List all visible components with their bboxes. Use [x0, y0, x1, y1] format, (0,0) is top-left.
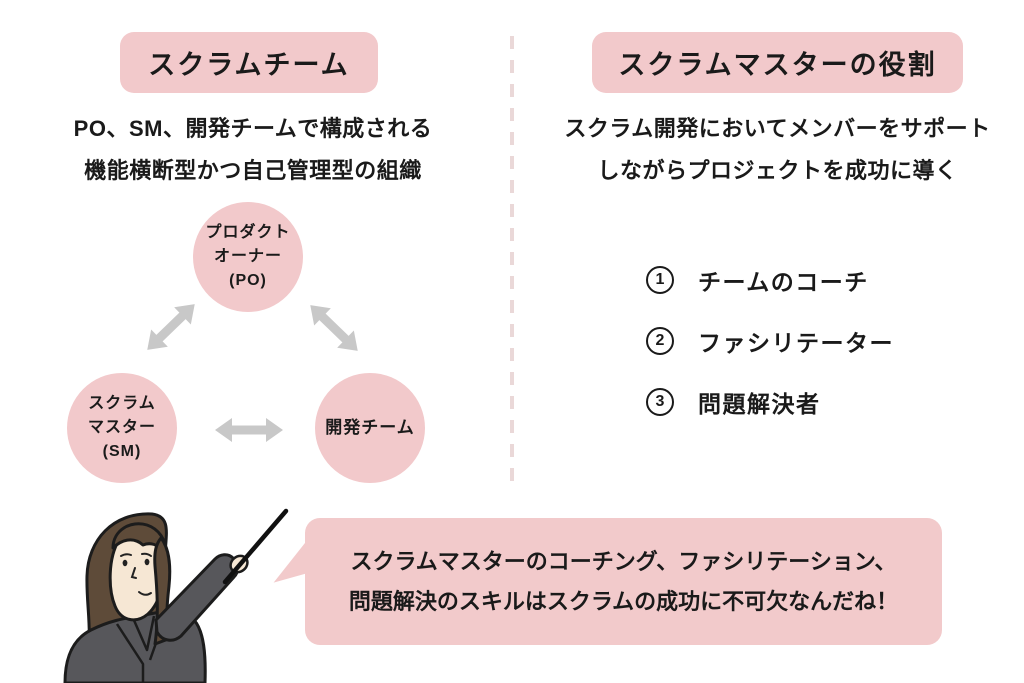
eyebrow-left — [120, 553, 132, 557]
node-sm-line1: スクラム — [88, 395, 156, 412]
role-item-coach: 1 チームのコーチ — [646, 263, 894, 297]
speech-bubble: スクラムマスターのコーチング、ファシリテーション、 問題解決のスキルはスクラムの… — [305, 518, 942, 645]
left-description: PO、SM、開発チームで構成される 機能横断型かつ自己管理型の組織 — [38, 108, 468, 192]
eye-right — [144, 558, 150, 566]
left-description-line2: 機能横断型かつ自己管理型の組織 — [84, 158, 422, 183]
right-description-line2: しながらプロジェクトを成功に導く — [597, 158, 958, 183]
role-item-facilitator: 2 ファシリテーター — [646, 324, 894, 358]
node-product-owner: プロダクト オーナー (PO) — [193, 202, 303, 312]
divider-dashed-line — [510, 36, 514, 492]
speech-bubble-line1: スクラムマスターのコーチング、ファシリテーション、 — [350, 548, 897, 574]
eyebrow-right — [141, 552, 152, 557]
node-dev-team: 開発チーム — [315, 373, 425, 483]
role-label: 問題解決者 — [698, 391, 821, 417]
presenter-woman-illustration — [63, 508, 289, 683]
suit-lapel-left — [115, 623, 145, 683]
left-title: スクラムチーム — [148, 50, 350, 80]
right-title: スクラムマスターの役割 — [618, 50, 937, 80]
nose — [130, 567, 137, 579]
node-po-line2: オーナー — [213, 248, 282, 265]
right-title-badge: スクラムマスターの役割 — [592, 32, 963, 93]
node-po-line1: プロダクト — [205, 224, 291, 241]
left-title-badge: スクラムチーム — [120, 32, 378, 93]
node-scrum-master: スクラム マスター (SM) — [67, 373, 177, 483]
role-number-badge: 2 — [646, 327, 674, 355]
eye-left — [122, 559, 128, 567]
arrow-po-sm — [147, 304, 195, 350]
right-description: スクラム開発においてメンバーをサポート しながらプロジェクトを成功に導く — [545, 108, 1010, 192]
face-features — [120, 552, 152, 596]
role-number-badge: 1 — [646, 266, 674, 294]
arrow-sm-dev — [215, 418, 283, 442]
role-label: ファシリテーター — [698, 330, 894, 356]
node-sm-line3: (SM) — [102, 443, 142, 460]
role-number-badge: 3 — [646, 388, 674, 416]
role-item-problem-solver: 3 問題解決者 — [646, 385, 894, 419]
mouth — [138, 591, 152, 596]
left-description-line1: PO、SM、開発チームで構成される — [73, 116, 433, 141]
arrow-po-dev — [310, 305, 358, 351]
role-label: チームのコーチ — [698, 269, 869, 295]
node-sm-line2: マスター — [87, 419, 156, 436]
roles-list: 1 チームのコーチ 2 ファシリテーター 3 問題解決者 — [646, 263, 894, 446]
node-dev-line1: 開発チーム — [325, 418, 415, 437]
right-description-line1: スクラム開発においてメンバーをサポート — [564, 116, 991, 141]
node-po-line3: (PO) — [229, 272, 267, 289]
speech-bubble-line2: 問題解決のスキルはスクラムの成功に不可欠なんだね！ — [348, 588, 899, 614]
suit-collar — [131, 615, 156, 652]
pointer-stick — [222, 508, 289, 585]
